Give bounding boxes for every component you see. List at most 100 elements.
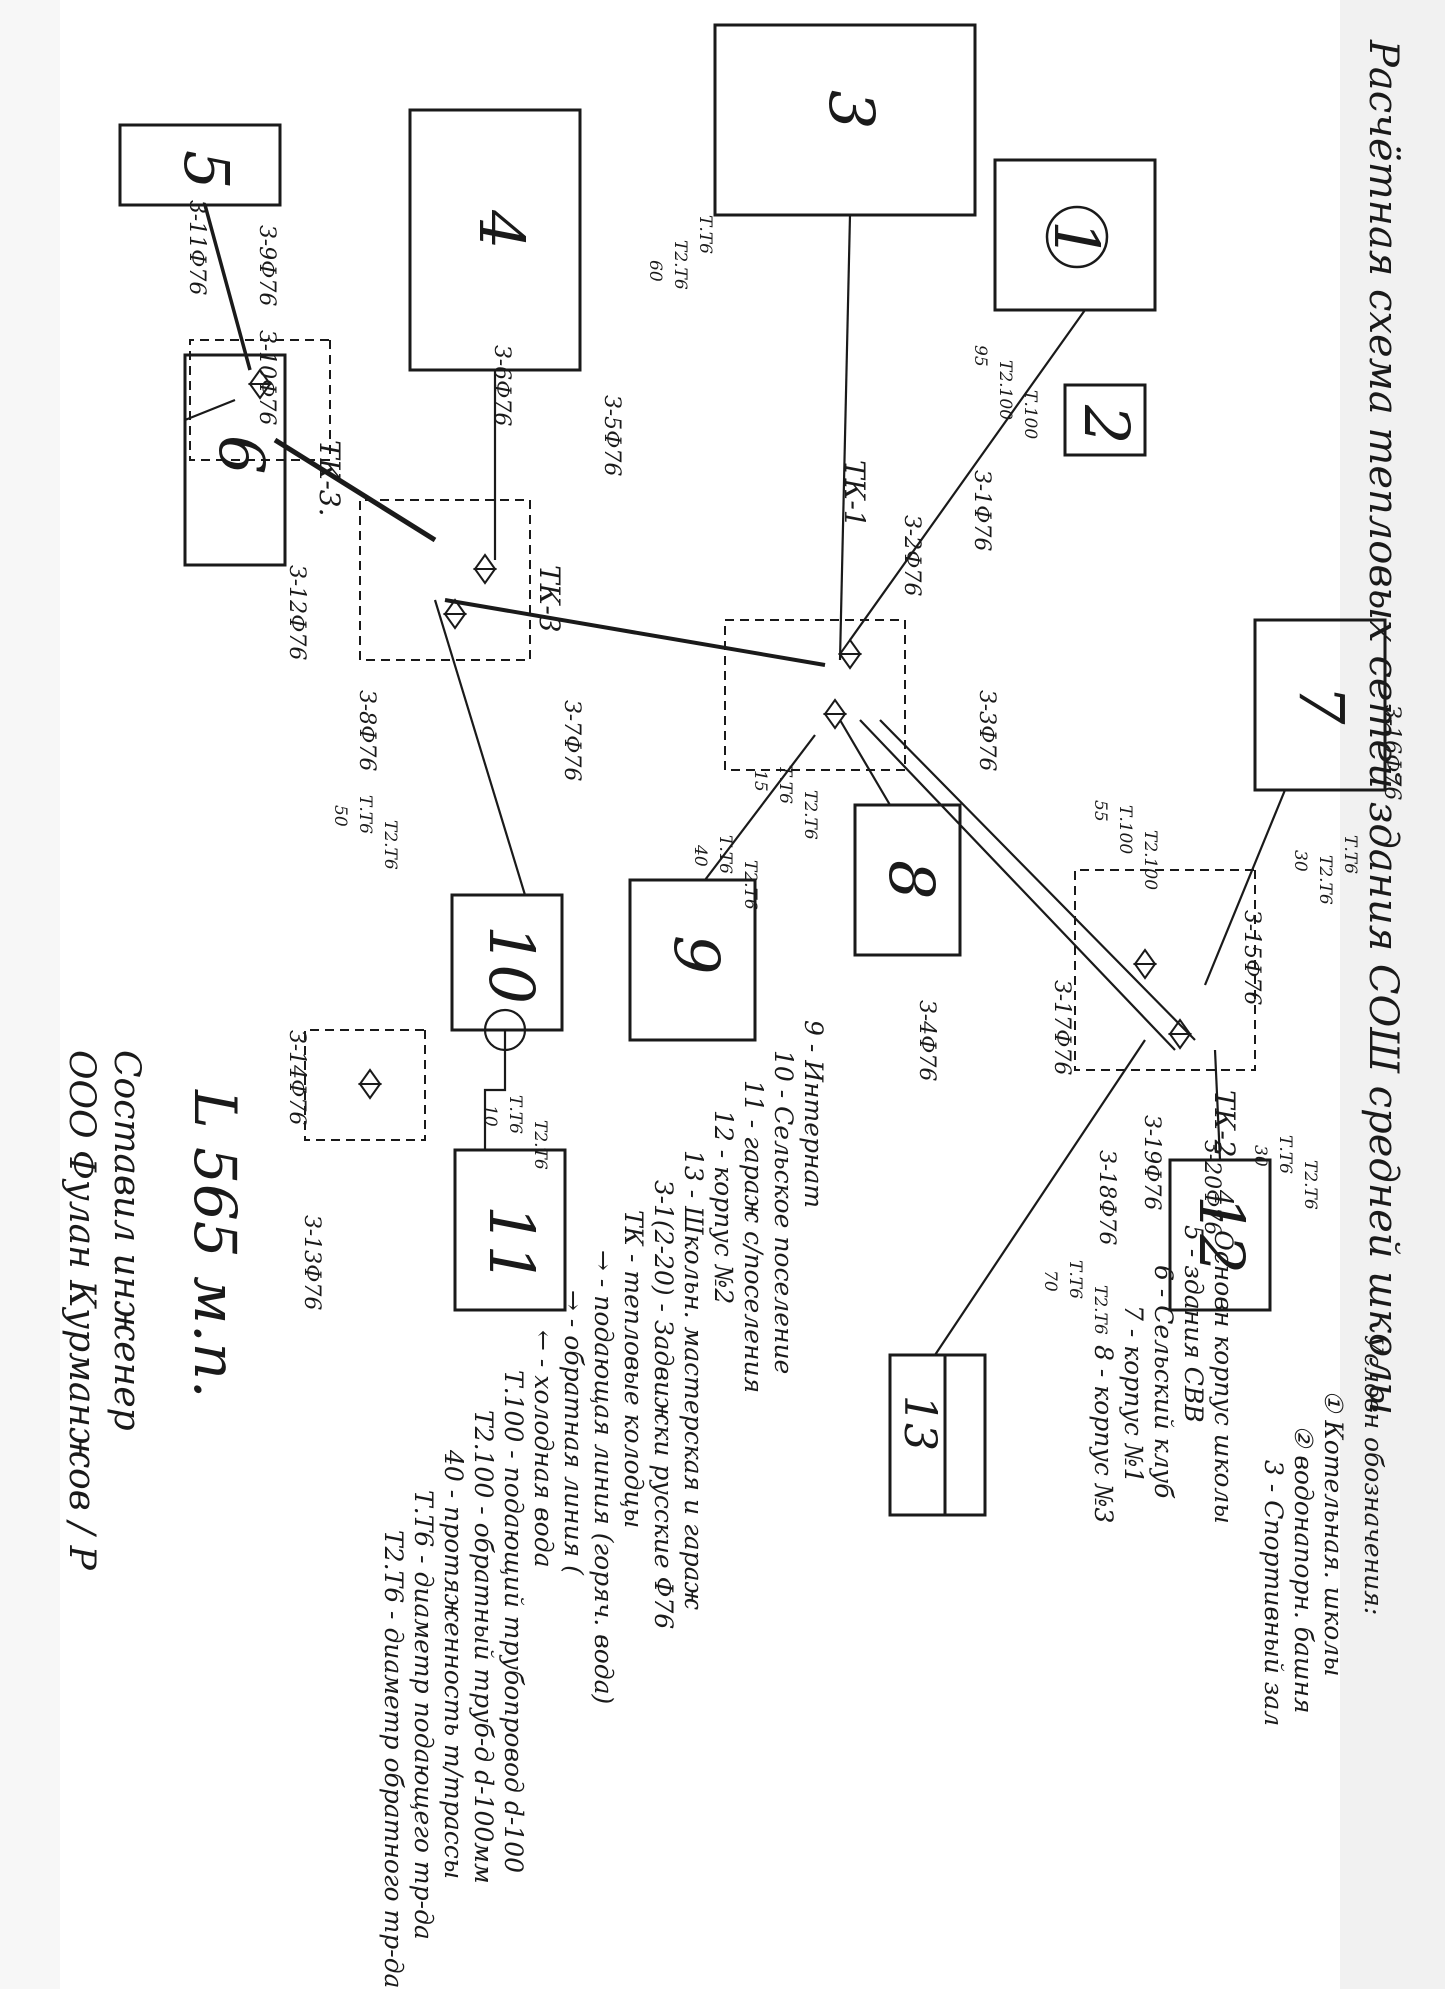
pipe-tk1-tk2-return: [859, 719, 1176, 1051]
svg-text:Т.Т6: Т.Т6: [1340, 835, 1360, 874]
valve-tk1-a: [838, 638, 862, 670]
legend-item: 5 - здания СВВ: [1179, 1225, 1208, 1423]
legend: Условн обозначения: ① Котельная. школы ②…: [379, 1020, 1388, 1988]
svg-text:Т2.100: Т2.100: [1140, 830, 1160, 890]
svg-text:Т2.Т6: Т2.Т6: [800, 790, 820, 840]
pipe-10-11: [483, 1030, 507, 1150]
legend-item: 10 - Сельское поселение: [769, 1050, 798, 1374]
building-3-label: 3: [815, 90, 888, 129]
pipe-tk3-tk3b: [273, 437, 437, 543]
svg-text:Т2.Т6: Т2.Т6: [1090, 1285, 1110, 1335]
legend-item: 9 - Интернат: [799, 1020, 828, 1208]
legend-item: Т2.100 - обратный труб-д d-100мм: [469, 1410, 498, 1884]
chamber-tk-lower: [304, 1029, 426, 1141]
building-11: [453, 1148, 567, 1312]
building-5-label: 5: [170, 150, 243, 189]
valve-label-13: З-13Ф76: [299, 1215, 324, 1310]
svg-text:95: 95: [970, 345, 990, 367]
svg-text:30: 30: [1250, 1145, 1270, 1167]
svg-text:70: 70: [1040, 1270, 1060, 1292]
legend-item: ② водонапорн. башня: [1289, 1425, 1318, 1714]
scan-shadow: [0, 0, 60, 1989]
valve-tk3b: [248, 368, 272, 400]
svg-text:Т.Т6: Т.Т6: [715, 835, 735, 874]
legend-item: 4 - Основн корпус школы: [1209, 1189, 1238, 1524]
total-length: L 565 м.п.: [181, 1089, 249, 1398]
pipe-tk2-13: [934, 1039, 1146, 1356]
svg-text:Т.Т6: Т.Т6: [505, 1095, 525, 1134]
organization: ООО Фулан Курманжов / Р: [61, 1050, 102, 1571]
legend-item: → - подающая линия (горяч. вода): [589, 1250, 618, 1704]
valve-label-1: З-1Ф76: [969, 470, 994, 551]
pipe-tk1-9: [704, 734, 816, 881]
legend-item: ← - холодная вода: [529, 1330, 558, 1567]
legend-heading: Условн обозначения:: [1359, 1335, 1388, 1615]
pipe-tk1-tk3: [444, 598, 826, 667]
legend-item: Т.100 - подающий трубопровод d-100: [499, 1370, 528, 1873]
legend-item: ТК - тепловые колодцы: [619, 1210, 648, 1528]
pipe-10-node: [483, 1008, 527, 1052]
building-3: [713, 23, 977, 217]
chamber-tk1: [724, 619, 906, 771]
valve-label-17: З-17Ф76: [1049, 980, 1074, 1075]
legend-item: Т2.Т6 - диаметр обратного тр-да: [379, 1530, 408, 1988]
valve-tk-lower: [358, 1068, 382, 1100]
valve-label-15: З-15Ф76: [1239, 910, 1264, 1005]
svg-text:Т.Т6: Т.Т6: [775, 765, 795, 804]
valve-label-2: З-2Ф76: [899, 515, 924, 596]
building-5: [118, 123, 282, 207]
building-2-label: 2: [1070, 404, 1143, 444]
building-10-label: 10: [475, 925, 548, 1004]
building-8: [853, 803, 962, 957]
pipe-7-tk2: [1203, 789, 1287, 986]
pipe-3-tk1: [838, 214, 852, 661]
valve-tk1-b: [823, 698, 847, 730]
building-2: [1063, 383, 1147, 457]
valve-label-6: З-6Ф76: [489, 345, 514, 426]
segment-5: Т.Т6 Т2.Т6 15: [750, 765, 820, 840]
segment-4: Т.Т6 Т2.Т6 30: [1290, 835, 1360, 905]
chamber-tk2: [1074, 869, 1256, 1071]
valve-label-18: З-18Ф76: [1094, 1150, 1119, 1245]
legend-item: 13 - Школьн. мастерская и гараж: [679, 1150, 708, 1611]
building-6-label: 6: [205, 435, 278, 474]
chamber-tk3b-label: ТК-3.: [313, 440, 346, 517]
svg-text:Т.Т6: Т.Т6: [355, 795, 375, 834]
svg-text:Т2.100: Т2.100: [995, 360, 1015, 420]
segment-10: Т.Т6 Т2.Т6 30: [1250, 1135, 1320, 1210]
svg-text:60: 60: [645, 260, 665, 282]
compiled-by: Составил инженер: [106, 1050, 147, 1431]
valve-label-9: З-9Ф76: [254, 225, 279, 306]
valve-label-7: З-7Ф76: [559, 700, 584, 781]
segment-7: Т.Т6 Т2.Т6 50: [330, 795, 400, 870]
scheme-title: Расчётная схема тепловых сетей здания СО…: [1360, 39, 1406, 1415]
building-12-label: 12: [1185, 1195, 1258, 1274]
svg-text:Т2.Т6: Т2.Т6: [380, 820, 400, 870]
building-9-label: 9: [660, 935, 733, 974]
pipe-tk1-8: [839, 719, 891, 806]
svg-text:40: 40: [690, 844, 710, 867]
valve-tk3-b: [443, 598, 467, 630]
legend-item: 3 - Спортивный зал: [1259, 1460, 1288, 1726]
building-9: [628, 878, 757, 1042]
legend-item: → - обратная линия (: [559, 1290, 588, 1576]
svg-text:30: 30: [1290, 850, 1310, 872]
legend-item: ① Котельная. школы: [1319, 1390, 1348, 1677]
chamber-tk3: [359, 499, 531, 661]
building-1-circle: [1045, 205, 1109, 269]
pipe-tk3b-6: [184, 398, 236, 422]
svg-text:10: 10: [480, 1105, 500, 1127]
svg-text:Т2.Т6: Т2.Т6: [1300, 1160, 1320, 1210]
building-1: [993, 158, 1157, 312]
svg-text:Т.Т6: Т.Т6: [1275, 1135, 1295, 1174]
valve-label-19: З-19Ф76: [1139, 1115, 1164, 1210]
svg-text:55: 55: [1090, 800, 1110, 822]
svg-text:Т.100: Т.100: [1020, 390, 1040, 439]
segment-6: Т.Т6 Т2.Т6 40: [690, 835, 760, 910]
segment-9: Т.Т6 Т2.Т6 70: [1040, 1260, 1110, 1335]
legend-item: 8 - корпус №3: [1089, 1345, 1118, 1523]
legend-item: 6 - Сельский клуб: [1149, 1265, 1178, 1499]
svg-text:Т2.Т6: Т2.Т6: [530, 1120, 550, 1170]
svg-text:50: 50: [330, 805, 350, 827]
svg-text:15: 15: [750, 770, 770, 792]
